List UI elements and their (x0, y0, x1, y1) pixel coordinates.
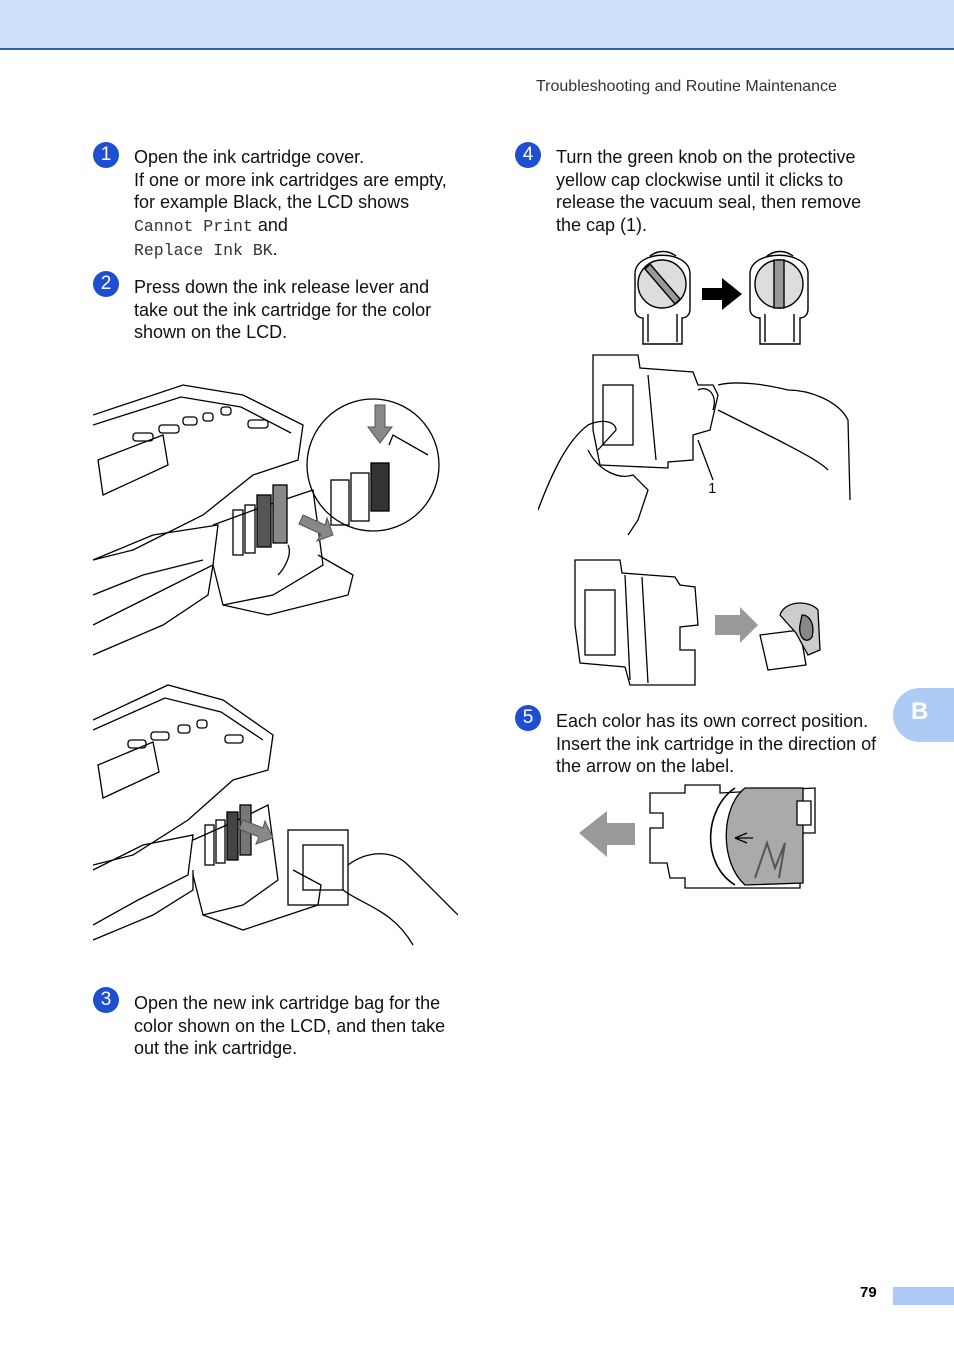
step-4-number: 4 (515, 142, 541, 168)
step-5-line-3: the arrow on the label. (556, 756, 735, 777)
step-4-line-2: yellow cap clockwise until it clicks to (556, 169, 844, 190)
step-1-line-2: If one or more ink cartridges are empty, (134, 169, 447, 190)
lcd-message-cannot-print: Cannot Print (134, 216, 253, 236)
step-1-number: 1 (93, 142, 119, 168)
step-4-line-3: release the vacuum seal, then remove (556, 192, 862, 213)
printer-remove-cartridge-illustration (93, 384, 440, 656)
step-4-line-1: Turn the green knob on the protective (556, 147, 856, 167)
step-2-text: Press down the ink release lever and tak… (134, 276, 431, 344)
step-3-line-1: Open the new ink cartridge bag for the (134, 993, 441, 1013)
step-1-text: Open the ink cartridge cover. If one or … (134, 146, 447, 263)
step-1-line-1: Open the ink cartridge cover. (134, 147, 365, 167)
step-5-text: Each color has its own correct position.… (556, 710, 876, 778)
running-header: Troubleshooting and Routine Maintenance (536, 78, 837, 95)
step-2-number: 2 (93, 271, 119, 297)
step-1-line-3: for example Black, the LCD shows (134, 192, 410, 213)
cap-removed-illustration (574, 559, 821, 686)
step-3-line-3: out the ink cartridge. (134, 1038, 298, 1059)
step-5-line-2: Insert the ink cartridge in the directio… (556, 733, 877, 754)
page-number-bar (893, 1287, 954, 1305)
cap-knob-rotation-illustration (634, 250, 809, 345)
step-5-line-1: Each color has its own correct position. (556, 711, 869, 731)
page-number: 79 (860, 1284, 877, 1301)
step-5-number: 5 (515, 705, 541, 731)
step-2-line-2: take out the ink cartridge for the color (134, 299, 432, 320)
header-band (0, 0, 954, 50)
callout-label: 1 (708, 480, 717, 497)
remove-cap-hands-illustration (538, 354, 851, 536)
step-1-period: . (272, 239, 278, 260)
step-3-line-2: color shown on the LCD, and then take (134, 1015, 446, 1036)
printer-insert-cartridge-illustration (93, 684, 458, 946)
cartridge-direction-illustration (579, 784, 816, 889)
step-3-text: Open the new ink cartridge bag for the c… (134, 992, 445, 1060)
step-2-line-3: shown on the LCD. (134, 322, 288, 343)
lcd-message-replace-ink: Replace Ink BK (134, 241, 273, 261)
step-3-number: 3 (93, 987, 119, 1013)
chapter-tab: B (893, 688, 954, 742)
step-2-line-1: Press down the ink release lever and (134, 277, 430, 297)
step-1-and: and (252, 214, 288, 235)
step-4-text: Turn the green knob on the protective ye… (556, 146, 861, 236)
step-4-line-4: the cap (1). (556, 214, 648, 235)
chapter-tab-letter: B (911, 698, 929, 725)
